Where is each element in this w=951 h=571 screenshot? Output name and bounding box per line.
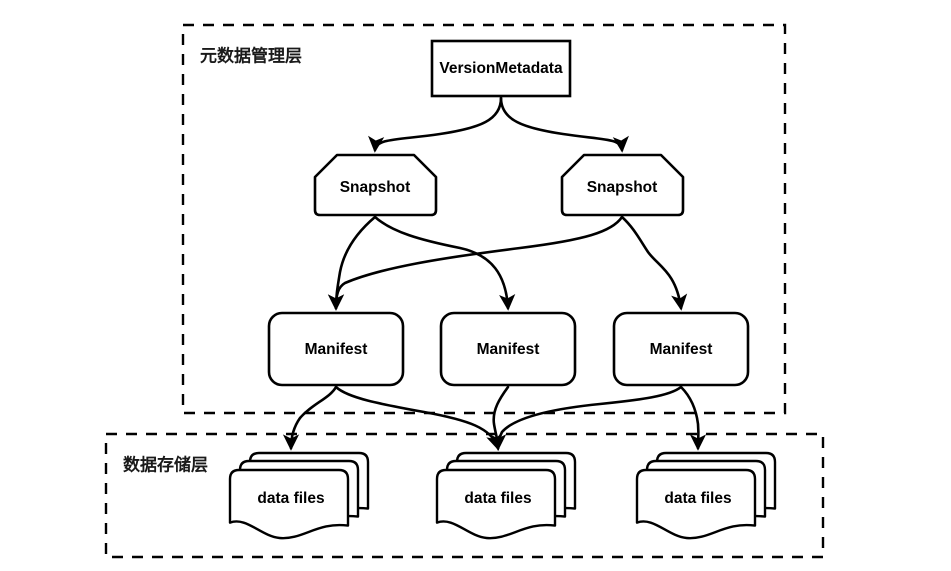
edge-snapleft-man1: [327, 215, 377, 311]
data-files-2-sheet-3: [435, 468, 557, 540]
layer-label-storage-layer: 数据存储层: [123, 454, 208, 474]
manifest-1-label: Manifest: [305, 341, 368, 358]
data-files-3-label: data files: [664, 490, 731, 507]
node-snapshot-right[interactable]: Snapshot: [560, 153, 685, 217]
data-files-3-sheet-3: [635, 468, 757, 540]
node-manifest-1[interactable]: Manifest: [267, 311, 405, 387]
manifest-3-shape: [612, 311, 750, 387]
node-data-files-2[interactable]: data files: [435, 451, 577, 540]
edge-man3-data3: [679, 385, 707, 451]
manifest-1-shape: [267, 311, 405, 387]
data-files-1-label: data files: [257, 490, 324, 507]
edge-vm-snapshot-left: [368, 96, 503, 153]
edge-snapright-man1: [327, 215, 624, 311]
node-manifest-3[interactable]: Manifest: [612, 311, 750, 387]
manifest-2-shape: [439, 311, 577, 387]
data-files-2-label: data files: [464, 490, 531, 507]
snapshot-right-shape: [560, 153, 685, 217]
node-manifest-2[interactable]: Manifest: [439, 311, 577, 387]
edge-snapleft-man2: [373, 215, 516, 311]
snapshot-left-shape: [313, 153, 438, 217]
layer-containers: [104, 23, 825, 559]
edge-vm-snapshot-right: [499, 96, 629, 153]
edge-group: [282, 96, 707, 451]
layer-container-metadata-layer: [181, 23, 787, 415]
version-metadata-label: VersionMetadata: [439, 60, 563, 77]
edge-snapright-man3: [620, 215, 688, 311]
manifest-3-label: Manifest: [650, 341, 713, 358]
node-snapshot-left[interactable]: Snapshot: [313, 153, 438, 217]
edge-man3-data2: [489, 385, 683, 451]
node-version-metadata[interactable]: VersionMetadata: [430, 39, 572, 98]
snapshot-left-label: Snapshot: [340, 179, 411, 196]
manifest-2-label: Manifest: [477, 341, 540, 358]
edge-man1-data2: [334, 385, 502, 451]
version-metadata-shape: [430, 39, 572, 98]
edge-man2-data2: [489, 385, 510, 451]
node-data-files-3[interactable]: data files: [635, 451, 777, 540]
snapshot-right-label: Snapshot: [587, 179, 658, 196]
node-data-files-1[interactable]: data files: [228, 451, 370, 540]
data-files-1-sheet-3: [228, 468, 350, 540]
layer-label-metadata-layer: 元数据管理层: [200, 45, 302, 65]
edge-man1-data1: [282, 385, 338, 451]
